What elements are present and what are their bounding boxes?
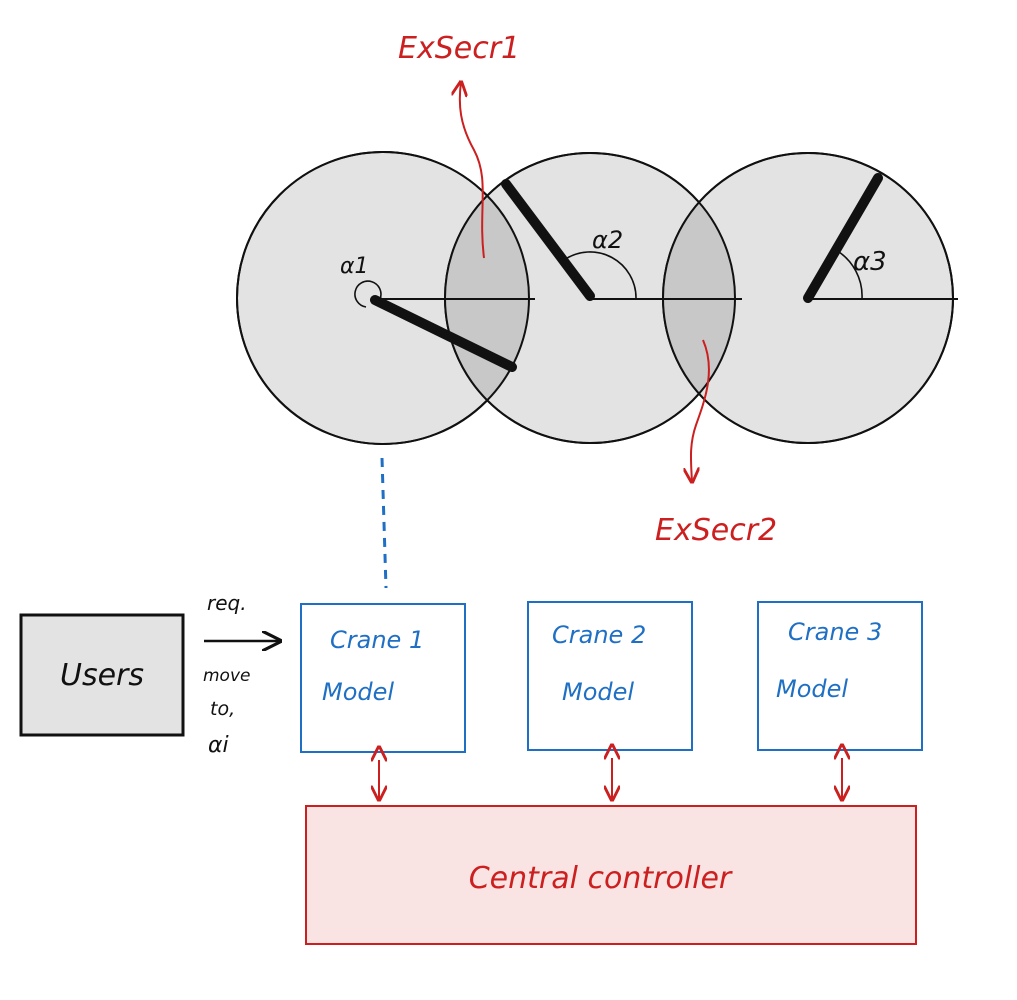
alpha-3-label: α3 (853, 247, 887, 277)
crane-2-jib (501, 179, 595, 301)
crane-2-model-box: Crane 2 Model (527, 601, 693, 751)
users-label: Users (60, 658, 144, 693)
crane-3-jib (803, 173, 883, 303)
alpha-1-arc (354, 280, 382, 308)
crane-1-link (380, 457, 388, 589)
alpha-3-arc (835, 249, 863, 300)
exsec-1-pointer (460, 82, 485, 259)
users-box: Users (19, 613, 185, 737)
request-label: req. (207, 591, 247, 615)
request-move: move (203, 666, 250, 686)
alpha-2-label: α2 (592, 226, 623, 254)
central-controller-label: Central controller (469, 861, 733, 896)
crane-2-title: Crane 2 (552, 621, 646, 649)
central-controller-box: Central controller (305, 805, 917, 945)
crane-1-model-box: Crane 1 Model (300, 603, 466, 753)
request-to: to, (210, 698, 235, 720)
crane-1-model: Model (322, 678, 394, 706)
crane-2-model: Model (562, 678, 634, 706)
alpha-1-label: α1 (340, 254, 369, 279)
crane-1-jib (370, 295, 517, 372)
exsec-2-label: ExSecr2 (655, 513, 777, 548)
crane-jibs (354, 173, 958, 372)
crane-1-title: Crane 1 (330, 626, 424, 654)
exsec-2-pointer (691, 339, 710, 482)
alpha-2-arc (563, 251, 637, 300)
request-alpha: αi (208, 733, 229, 758)
crane-3-model-box: Crane 3 Model (757, 601, 923, 751)
crane-3-model: Model (776, 675, 848, 703)
crane-3-title: Crane 3 (788, 618, 882, 646)
exsec-1-label: ExSecr1 (398, 31, 520, 66)
request-annotation: req. move to, αi (203, 591, 280, 758)
